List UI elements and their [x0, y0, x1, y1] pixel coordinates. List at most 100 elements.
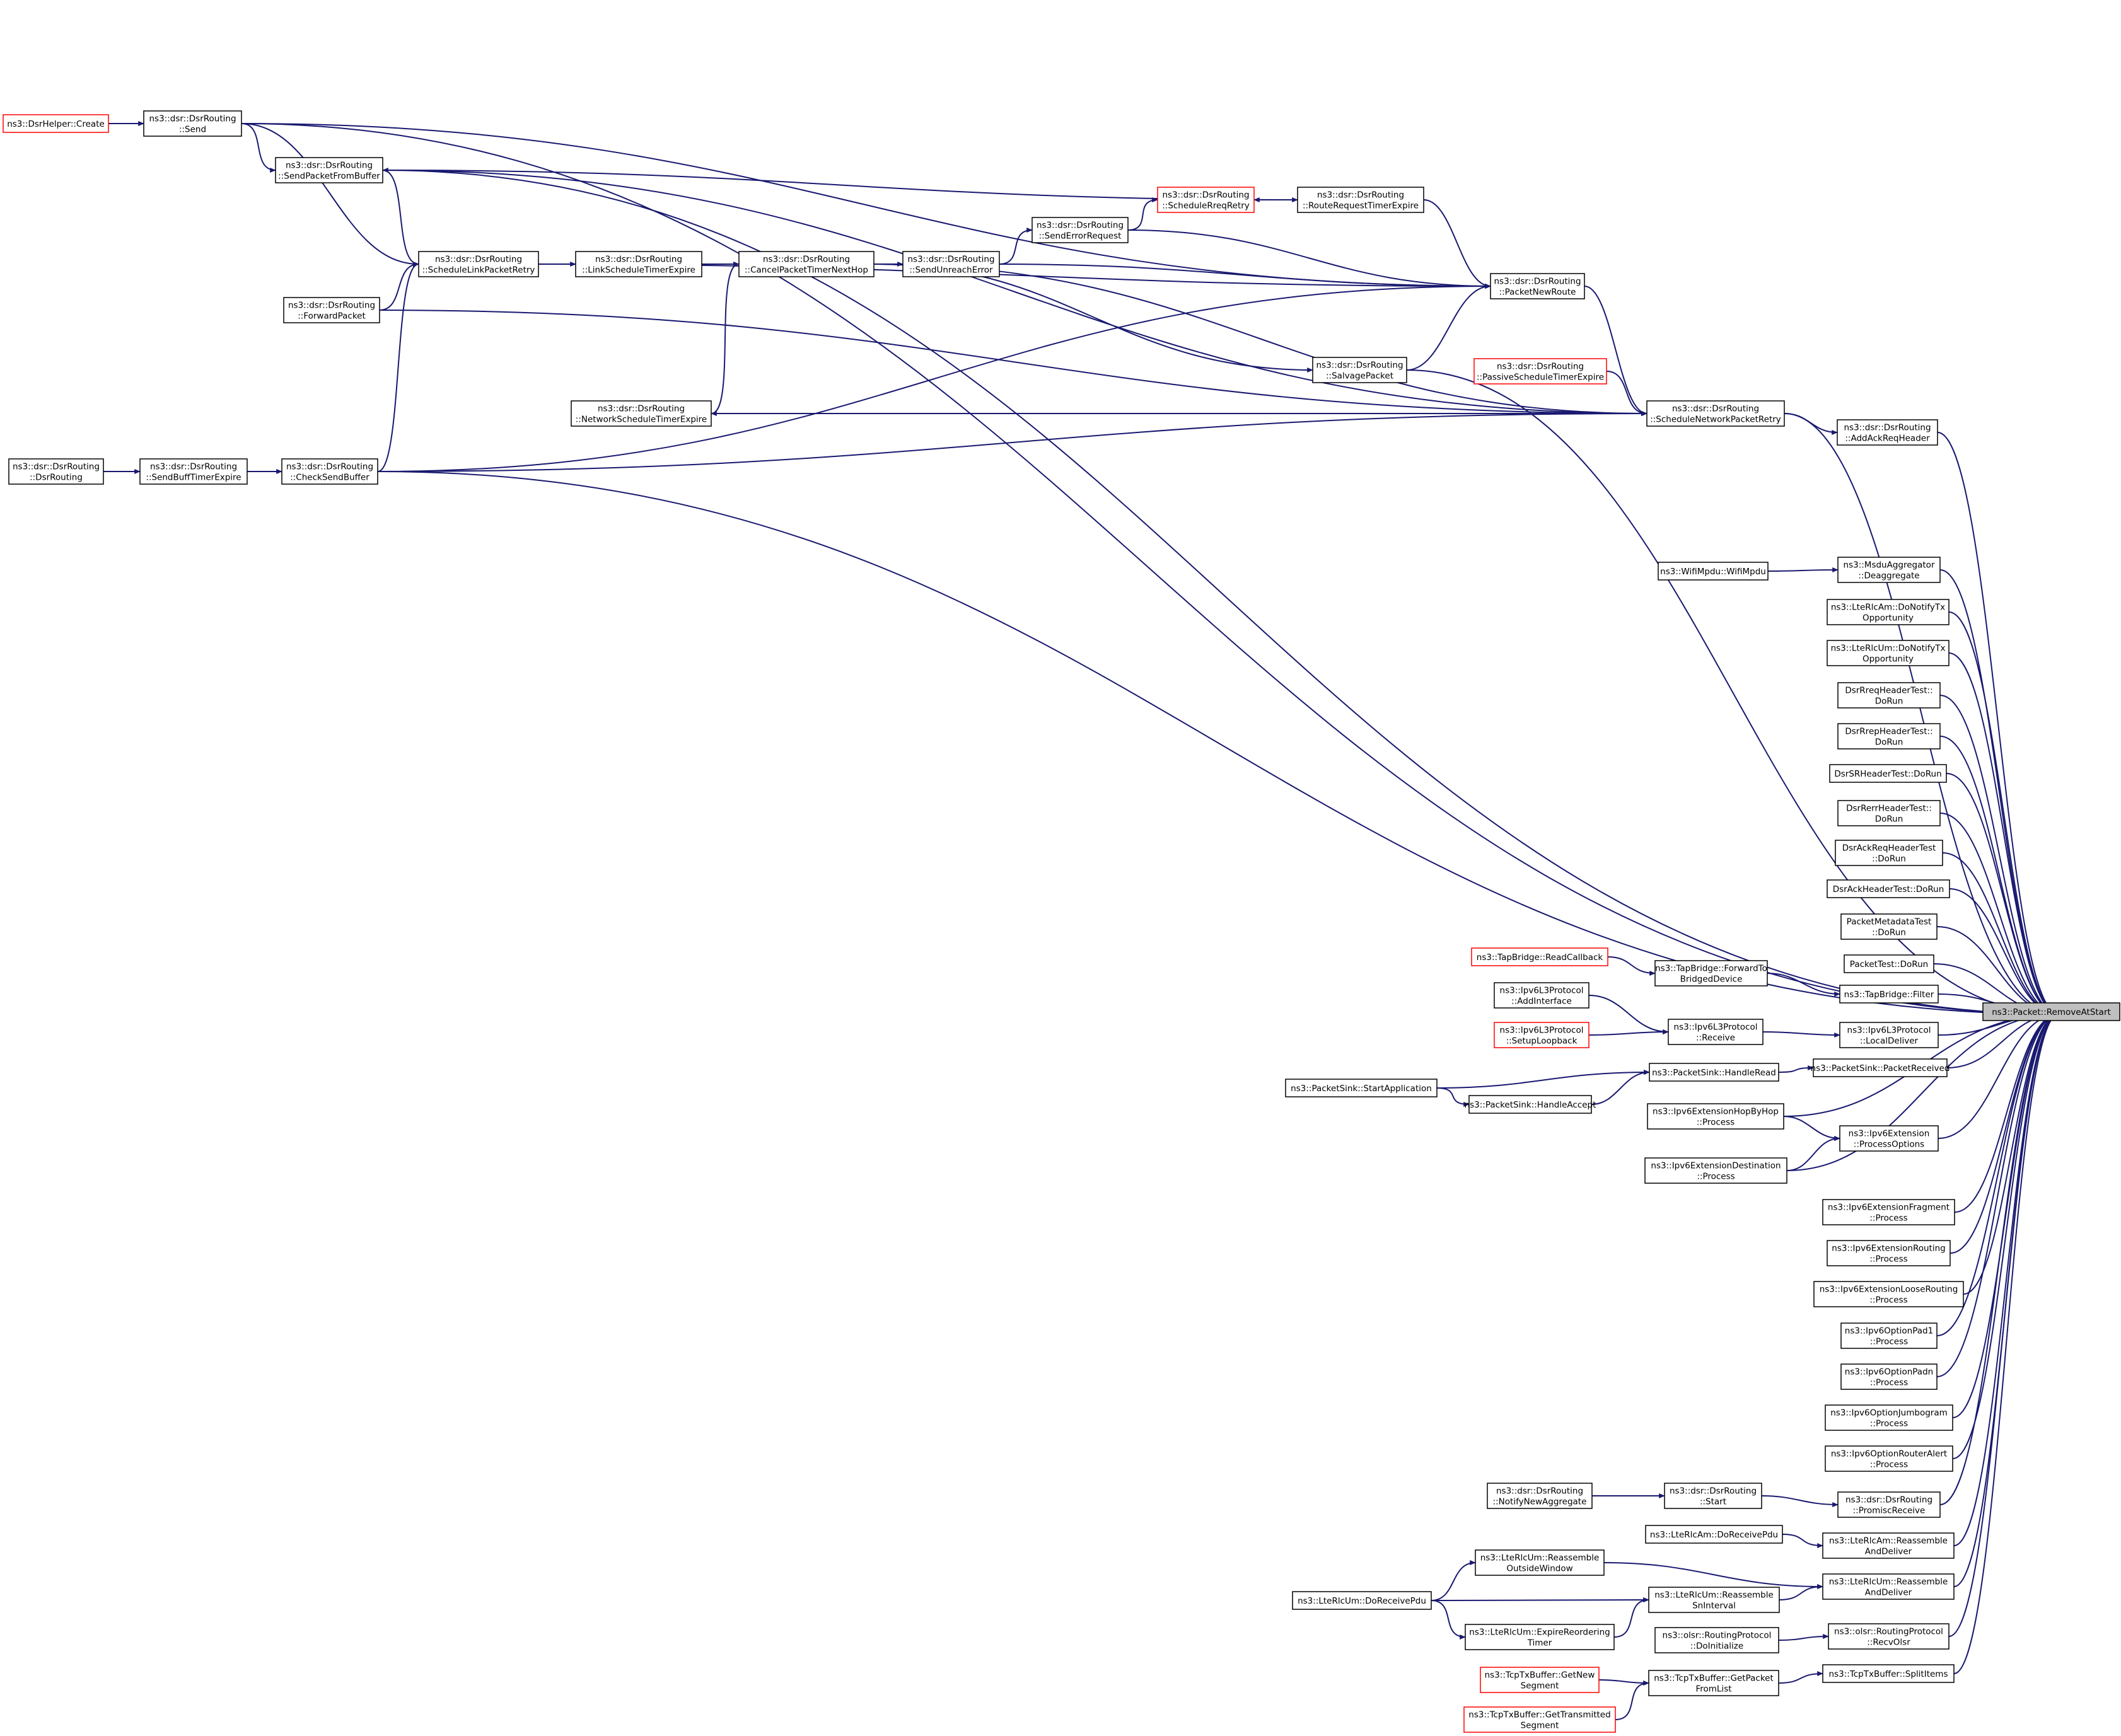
node-box[interactable] [738, 251, 875, 277]
node-box[interactable] [1840, 913, 1938, 940]
node-box[interactable] [1829, 764, 1947, 783]
node-box[interactable] [1840, 1322, 1938, 1349]
node-box[interactable] [1654, 960, 1768, 987]
node-box[interactable] [1649, 1063, 1779, 1082]
node-dsr-dsrrouting-passivescheduletimerexpire[interactable]: ns3::dsr::DsrRouting::PassiveScheduleTim… [1473, 358, 1607, 385]
node-ipv6l3protocol-addinterface[interactable]: ns3::Ipv6L3Protocol::AddInterface [1494, 982, 1589, 1009]
node-ipv6l3protocol-setuploopback[interactable]: ns3::Ipv6L3Protocol::SetupLoopback [1494, 1022, 1589, 1048]
node-dsr-dsrrouting-cancelpackettimernexthop[interactable]: ns3::dsr::DsrRouting::CancelPacketTimerN… [738, 251, 875, 277]
node-box[interactable] [3, 114, 109, 133]
node-dsrackreqheadertest-dorun[interactable]: DsrAckReqHeaderTest::DoRun [1835, 840, 1943, 866]
node-box[interactable] [1982, 1002, 2120, 1021]
node-dsr-dsrrouting-notifynewaggregate[interactable]: ns3::dsr::DsrRouting::NotifyNewAggregate [1487, 1483, 1593, 1509]
node-packettest-dorun[interactable]: PacketTest::DoRun [1844, 954, 1934, 973]
node-ipv6extensionlooserouting-process[interactable]: ns3::Ipv6ExtensionLooseRouting::Process [1813, 1281, 1964, 1307]
node-box[interactable] [1658, 562, 1769, 581]
target-node-packet-removeatstart[interactable]: ns3::Packet::RemoveAtStart [1982, 1002, 2120, 1021]
node-dsr-dsrrouting-networkscheduletimerexpire[interactable]: ns3::dsr::DsrRouting::NetworkScheduleTim… [571, 400, 712, 427]
node-tapbridge-filter[interactable]: ns3::TapBridge::Filter [1839, 985, 1939, 1004]
node-box[interactable] [1031, 217, 1129, 243]
node-dsr-dsrrouting-schedulerreqretry[interactable]: ns3::dsr::DsrRouting::ScheduleRreqRetry [1157, 187, 1255, 213]
node-wifimpdu-wifimpdu[interactable]: ns3::WifiMpdu::WifiMpdu [1658, 562, 1769, 581]
node-box[interactable] [1471, 947, 1608, 966]
node-ipv6extension-processoptions[interactable]: ns3::Ipv6Extension::ProcessOptions [1839, 1125, 1939, 1152]
node-box[interactable] [1837, 419, 1938, 446]
node-box[interactable] [1468, 1095, 1592, 1114]
node-box[interactable] [571, 400, 712, 427]
node-box[interactable] [1480, 1667, 1600, 1693]
node-dsr-dsrrouting-sendbufftimerexpire[interactable]: ns3::dsr::DsrRouting::SendBuffTimerExpir… [139, 458, 248, 485]
node-ipv6optionrouteralert-process[interactable]: ns3::Ipv6OptionRouterAlert::Process [1825, 1445, 1953, 1472]
node-box[interactable] [1837, 682, 1941, 709]
node-dsrrreqheadertest-dorun[interactable]: DsrRreqHeaderTest::DoRun [1837, 682, 1941, 709]
node-box[interactable] [1825, 1445, 1953, 1472]
node-dsrrrepheadertest-dorun[interactable]: DsrRrepHeaderTest::DoRun [1837, 723, 1941, 749]
node-ipv6optionpadn-process[interactable]: ns3::Ipv6OptionPadn::Process [1840, 1363, 1938, 1390]
node-packetsink-packetreceived[interactable]: ns3::PacketSink::PacketReceived [1811, 1058, 1950, 1077]
node-packetmetadatatest-dorun[interactable]: PacketMetadataTest::DoRun [1840, 913, 1938, 940]
node-dsrhelper-create[interactable]: ns3::DsrHelper::Create [3, 114, 109, 133]
node-ipv6optionpad1-process[interactable]: ns3::Ipv6OptionPad1::Process [1840, 1322, 1938, 1349]
node-tapbridge-readcallback[interactable]: ns3::TapBridge::ReadCallback [1471, 947, 1608, 966]
node-box[interactable] [1837, 1491, 1941, 1518]
node-olsr-routingprotocol-recvolsr[interactable]: ns3::olsr::RoutingProtocol::RecvOlsr [1828, 1623, 1950, 1650]
node-box[interactable] [8, 458, 104, 485]
node-box[interactable] [1839, 1125, 1939, 1152]
node-box[interactable] [1292, 1591, 1432, 1610]
node-dsr-dsrrouting-dsrrouting[interactable]: ns3::dsr::DsrRouting::DsrRouting [8, 458, 104, 485]
node-box[interactable] [1837, 800, 1941, 826]
node-box[interactable] [1828, 1623, 1950, 1650]
node-dsr-dsrrouting-addackreqheader[interactable]: ns3::dsr::DsrRouting::AddAckReqHeader [1837, 419, 1938, 446]
node-box[interactable] [1839, 1022, 1939, 1048]
node-box[interactable] [1648, 1670, 1779, 1696]
node-box[interactable] [1827, 879, 1950, 898]
node-msduaggregator-deaggregate[interactable]: ns3::MsduAggregator::Deaggregate [1837, 557, 1941, 583]
node-tcptxbuffer-splititems[interactable]: ns3::TcpTxBuffer::SplitItems [1822, 1664, 1955, 1683]
node-dsr-dsrrouting-schedulenetworkpacketretry[interactable]: ns3::dsr::DsrRouting::ScheduleNetworkPac… [1646, 400, 1785, 427]
node-dsr-dsrrouting-schedulelinkpacketretry[interactable]: ns3::dsr::DsrRouting::ScheduleLinkPacket… [418, 251, 539, 277]
node-box[interactable] [275, 157, 383, 183]
node-olsr-routingprotocol-doinitialize[interactable]: ns3::olsr::RoutingProtocol::DoInitialize [1654, 1627, 1779, 1653]
node-dsr-dsrrouting-salvagepacket[interactable]: ns3::dsr::DsrRouting::SalvagePacket [1312, 357, 1407, 383]
node-box[interactable] [1822, 1532, 1955, 1559]
node-box[interactable] [1827, 640, 1950, 666]
node-dsrsrheadertest-dorun[interactable]: DsrSRHeaderTest::DoRun [1829, 764, 1947, 783]
node-dsr-dsrrouting-sendunreacherror[interactable]: ns3::dsr::DsrRouting::SendUnreachError [902, 251, 1000, 277]
node-box[interactable] [1312, 357, 1407, 383]
node-lterlcam-doreceivepdu[interactable]: ns3::LteRlcAm::DoReceivePdu [1645, 1525, 1783, 1544]
node-box[interactable] [1654, 1627, 1779, 1653]
node-box[interactable] [1285, 1079, 1438, 1097]
node-dsrrerrheadertest-dorun[interactable]: DsrRerrHeaderTest::DoRun [1837, 800, 1941, 826]
node-box[interactable] [1473, 358, 1607, 385]
node-dsrackheadertest-dorun[interactable]: DsrAckHeaderTest::DoRun [1827, 879, 1950, 898]
node-box[interactable] [139, 458, 248, 485]
node-box[interactable] [1646, 400, 1785, 427]
node-box[interactable] [418, 251, 539, 277]
node-dsr-dsrrouting-start[interactable]: ns3::dsr::DsrRouting::Start [1664, 1483, 1762, 1509]
node-box[interactable] [1475, 1549, 1605, 1576]
node-box[interactable] [1813, 1058, 1948, 1077]
node-ipv6extensionfragment-process[interactable]: ns3::Ipv6ExtensionFragment::Process [1822, 1199, 1955, 1225]
node-box[interactable] [1837, 557, 1941, 583]
node-packetsink-startapplication[interactable]: ns3::PacketSink::StartApplication [1285, 1079, 1438, 1097]
node-dsr-dsrrouting-sendpacketfrombuffer[interactable]: ns3::dsr::DsrRouting::SendPacketFromBuff… [275, 157, 383, 183]
node-box[interactable] [1494, 1022, 1589, 1048]
node-box[interactable] [1494, 982, 1589, 1009]
node-box[interactable] [575, 251, 702, 277]
node-box[interactable] [1825, 1404, 1953, 1431]
node-box[interactable] [1647, 1103, 1784, 1130]
node-box[interactable] [1668, 1019, 1764, 1045]
node-box[interactable] [1827, 1240, 1951, 1266]
node-dsr-dsrrouting-routerequesttimerexpire[interactable]: ns3::dsr::DsrRouting::RouteRequestTimerE… [1297, 187, 1424, 213]
node-box[interactable] [1822, 1664, 1955, 1683]
